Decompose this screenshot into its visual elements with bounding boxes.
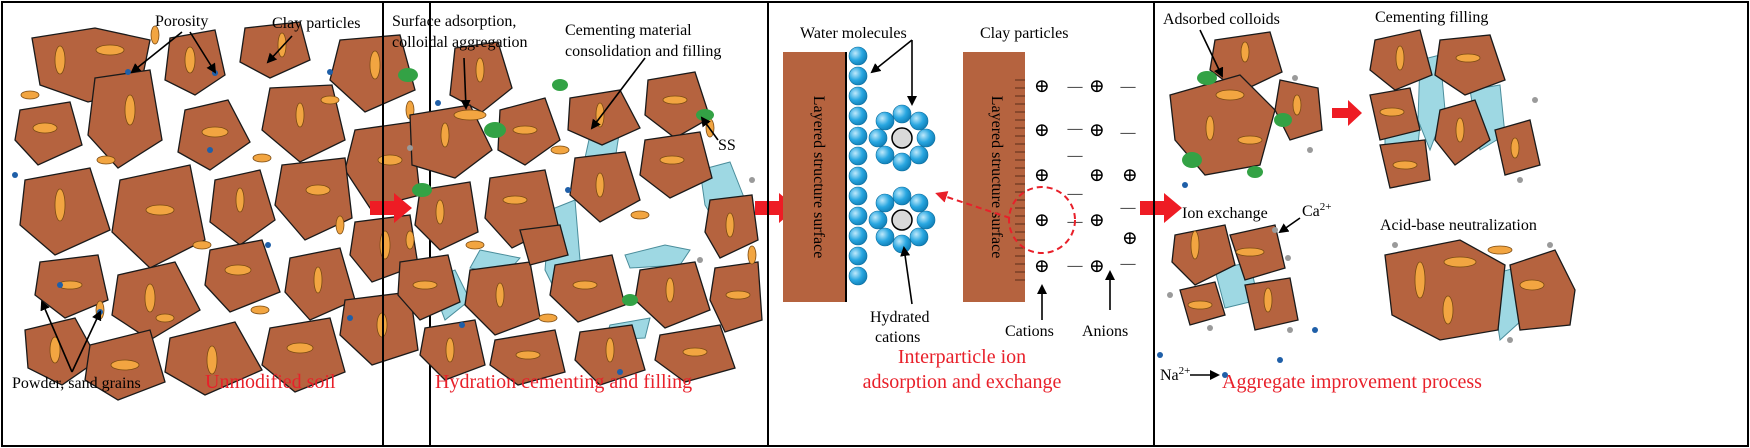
ion-cations: ⊕ ⊕ ⊕ ⊕ ⊕ ⊕ ⊕ ⊕ ⊕ ⊕ ⊕ ⊕ [1034, 76, 1138, 277]
cation-symbol: ⊕ [1089, 256, 1105, 277]
anion-symbol: — [1067, 186, 1084, 202]
cementing-filling-label: Cementing filling [1375, 9, 1488, 26]
surface-hatch [1015, 79, 1025, 281]
ca-ion-label: Ca2+ [1302, 201, 1332, 220]
anion-symbol: — [1120, 79, 1137, 95]
anions-label: Anions [1082, 323, 1128, 340]
cementing-material-label-2: consolidation and filling [565, 43, 721, 60]
anion-symbol: — [1067, 121, 1084, 137]
ca-charge: 2+ [1320, 201, 1332, 213]
panel3-title-2: adsorption and exchange [863, 371, 1062, 393]
panel3-title-1: Interparticle ion [898, 346, 1026, 368]
acid-base-cluster [1384, 239, 1576, 343]
hydrated-cation-upper [868, 104, 936, 172]
cementing-material-label-1: Cementing material [565, 22, 692, 39]
ca-arrow [1278, 217, 1301, 234]
layered-surface-right-label: Layered structure surface [988, 96, 1005, 259]
panel-hydration-cementing: Surface adsorption, colloidal aggregatio… [382, 1, 769, 447]
hydrated-cations-label-1: Hydrated [870, 309, 930, 326]
powder-sand-label: Powder, sand grains [12, 375, 141, 392]
panel-frame [1153, 1, 1749, 447]
cation-symbol: ⊕ [1089, 120, 1105, 141]
anion-symbol: — [1120, 200, 1137, 216]
exchange-arrow [935, 191, 1011, 219]
ion-exchange-cluster [1167, 224, 1299, 333]
water-molecules-label: Water molecules [800, 25, 907, 42]
ca-symbol: Ca [1302, 203, 1320, 220]
panel2-title: Hydration cementing and filling [435, 371, 692, 393]
exchange-highlight-circle [1008, 186, 1076, 254]
panel4-title: Aggregate improvement process [1222, 371, 1482, 393]
na-charge: 2+ [1179, 365, 1191, 377]
na-ion-label: Na2+ [1160, 365, 1190, 384]
unmodified-annotations [40, 31, 293, 373]
cation-symbol: ⊕ [1122, 228, 1138, 249]
anion-symbol: — [1067, 79, 1084, 95]
panel1-title: Unmodified soil [205, 371, 336, 393]
cation-symbol: ⊕ [1089, 165, 1105, 186]
hydrated-cation-lower [868, 186, 936, 254]
anion-symbol: — [1067, 148, 1084, 164]
hydrated-cations-label-2: cations [875, 329, 920, 346]
panel-unmodified-soil: Porosity Clay particles Powder, sand gra… [1, 1, 431, 447]
ion-anions: — — — — — — — — — — [1067, 79, 1137, 274]
free-ion-dots [1157, 327, 1318, 378]
cementing-filling-cluster [1369, 29, 1541, 189]
ion-exchange-label: Ion exchange [1182, 205, 1268, 222]
ss-label: SS [718, 137, 736, 154]
anion-symbol: — [1120, 256, 1137, 272]
clay-particles-label-1: Clay particles [272, 15, 360, 32]
hydration-annotations [460, 57, 719, 141]
sand-grains [20, 25, 415, 375]
hydrated-grains [405, 57, 757, 363]
hydrated-particles [397, 41, 763, 386]
porosity-label: Porosity [155, 13, 208, 30]
cation-symbol: ⊕ [1089, 210, 1105, 231]
acid-base-label: Acid-base neutralization [1380, 217, 1537, 234]
anion-symbol: — [1067, 258, 1084, 274]
soil-particles [14, 21, 421, 401]
panel-aggregate-improvement: Adsorbed colloids Cementing filling [1153, 1, 1749, 447]
ion-annotations [870, 39, 1115, 320]
adsorbed-arrow [1199, 29, 1224, 78]
cation-symbol: ⊕ [1034, 256, 1050, 277]
clay-particles-label-2: Clay particles [980, 25, 1068, 42]
flow-arrow-1 [370, 193, 412, 223]
flow-arrow-3 [1140, 193, 1182, 223]
cation-symbol: ⊕ [1034, 76, 1050, 97]
adsorbed-colloids-label: Adsorbed colloids [1163, 11, 1280, 28]
cation-symbol: ⊕ [1089, 76, 1105, 97]
water-molecule-column [848, 46, 868, 286]
cations-label: Cations [1005, 323, 1054, 340]
cation-symbol: ⊕ [1034, 120, 1050, 141]
anion-symbol: — [1120, 125, 1137, 141]
adsorbed-colloids-cluster [1169, 31, 1323, 188]
colloid-aggregates [398, 68, 714, 306]
cation-symbol: ⊕ [1034, 165, 1050, 186]
layered-surface-right [963, 52, 1025, 302]
surface-adsorption-label-2: colloidal aggregation [392, 34, 528, 51]
surface-adsorption-label-1: Surface adsorption, [392, 13, 516, 30]
hydration-fines [407, 100, 755, 375]
inner-flow-arrow [1332, 100, 1362, 126]
cation-symbol: ⊕ [1122, 165, 1138, 186]
layered-surface-left-label: Layered structure surface [810, 96, 827, 259]
cation-symbol: ⊕ [1034, 210, 1050, 231]
na-symbol: Na [1160, 367, 1179, 384]
layered-surface-left [783, 52, 846, 302]
panel-ion-adsorption: Layered structure surface [767, 1, 1155, 447]
